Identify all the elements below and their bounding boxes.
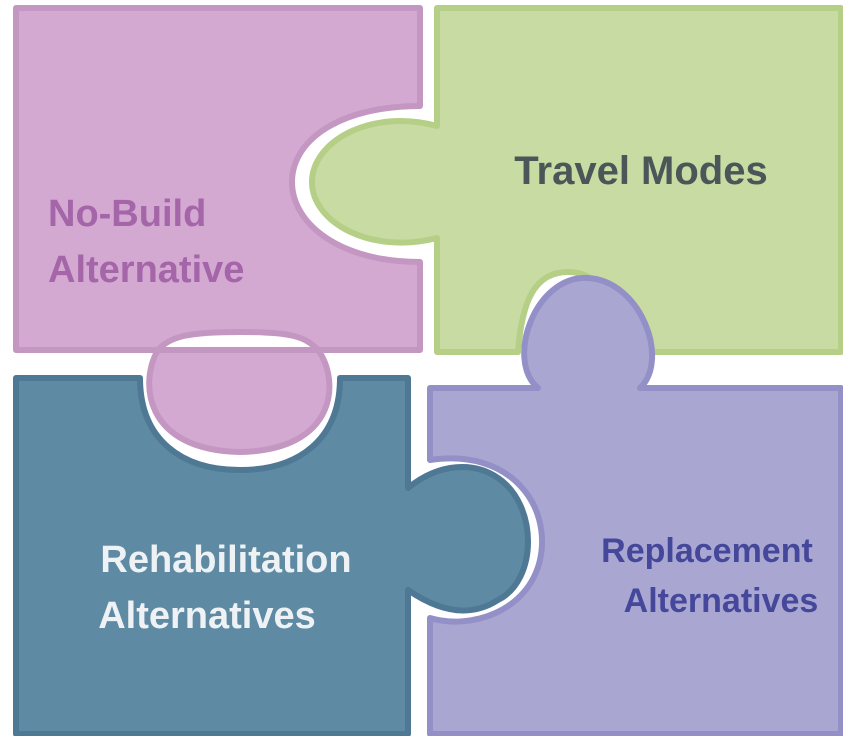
replacement-label-line1: Replacement bbox=[601, 532, 813, 570]
travel-modes-label: Travel Modes bbox=[514, 149, 767, 193]
replacement-label-line2: Alternatives bbox=[624, 582, 819, 620]
rehabilitation-label-line1: Rehabilitation bbox=[100, 539, 351, 581]
rehabilitation-shape bbox=[13, 375, 531, 736]
rehabilitation-label-line2: Alternatives bbox=[98, 595, 316, 637]
travel-modes-piece: Travel Modes bbox=[309, 5, 843, 355]
replacement-piece: Replacement Alternatives bbox=[427, 274, 843, 736]
no-build-label-line1: No-Build bbox=[48, 193, 206, 235]
no-build-label-line2: Alternative bbox=[48, 249, 244, 291]
no-build-shape bbox=[13, 5, 423, 455]
no-build-piece: No-Build Alternative bbox=[13, 5, 423, 455]
replacement-shape bbox=[427, 274, 843, 736]
rehabilitation-piece: Rehabilitation Alternatives bbox=[13, 375, 531, 736]
